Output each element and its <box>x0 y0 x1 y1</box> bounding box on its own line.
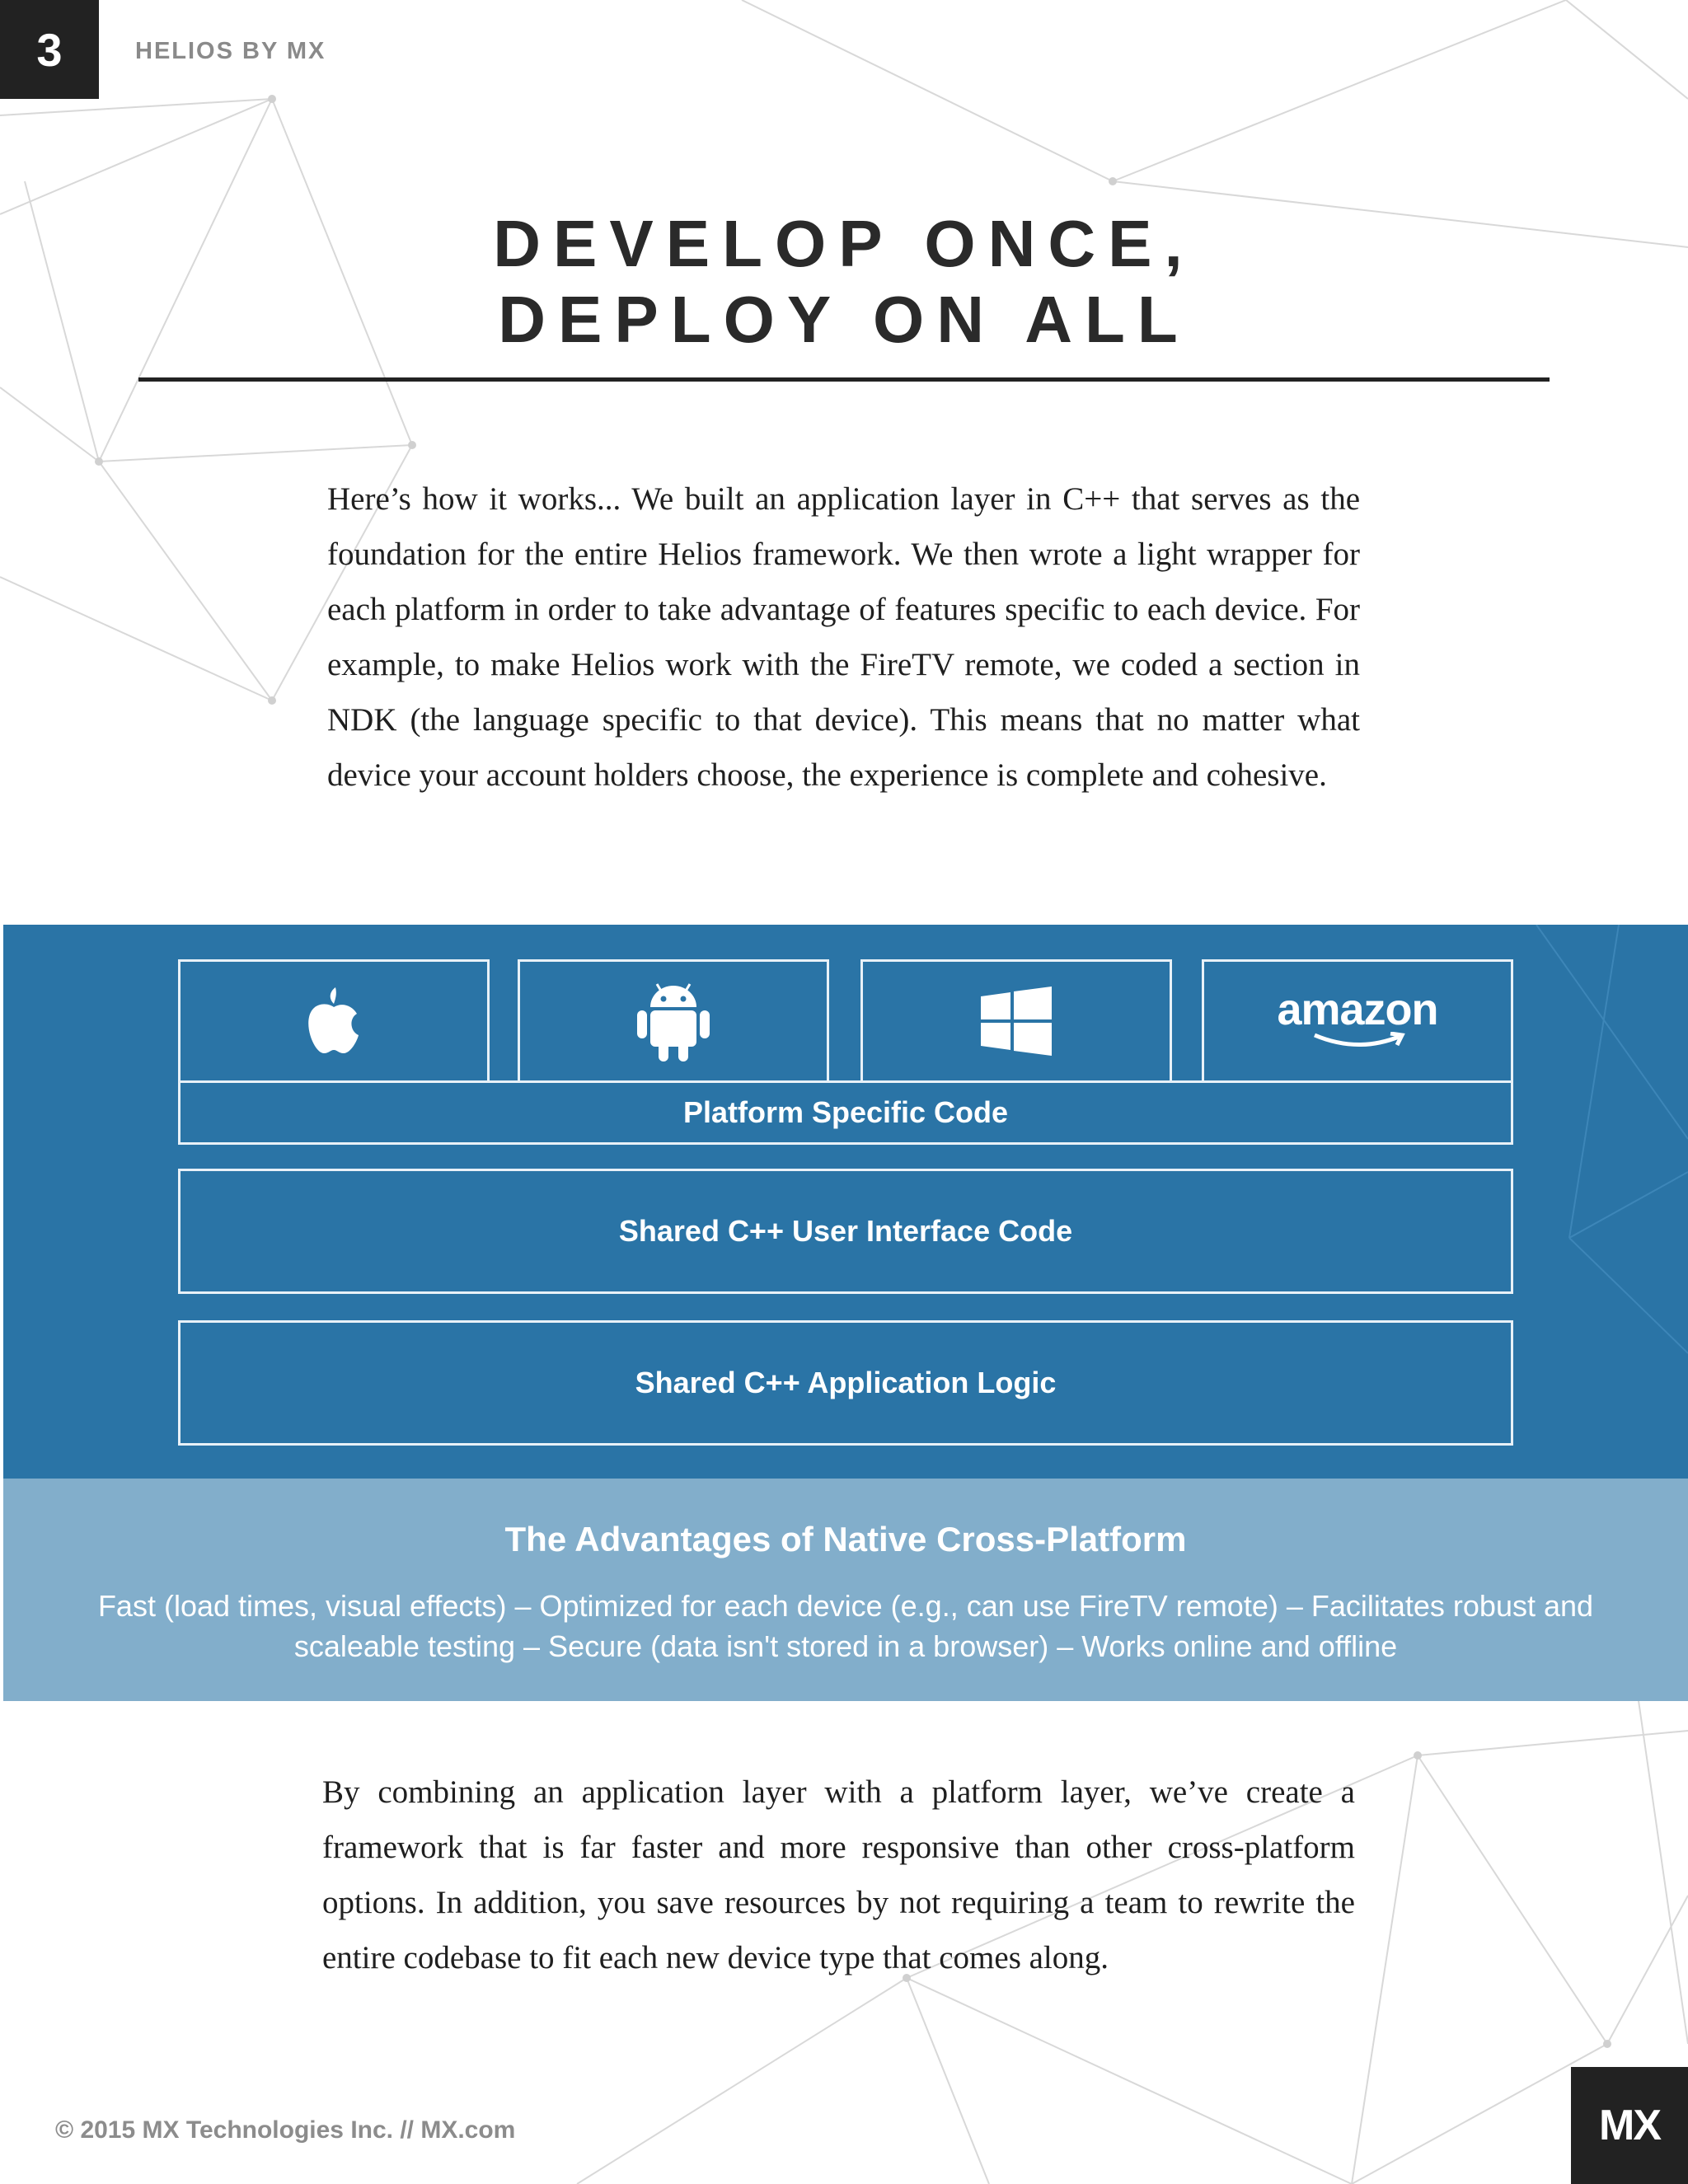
platform-specific-code-label: Platform Specific Code <box>682 1095 1009 1129</box>
running-head: HELIOS BY MX <box>135 38 326 64</box>
page-title: DEVELOP ONCE, DEPLOY ON ALL <box>0 206 1688 358</box>
footer-copyright: © 2015 MX Technologies Inc. // MX.com <box>55 2116 516 2144</box>
amazon-smile-icon <box>1314 1032 1405 1047</box>
shared-app-logic-layer: Shared C++ Application Logic <box>178 1320 1513 1446</box>
page-title-line-2: DEPLOY ON ALL <box>498 283 1190 356</box>
amazon-icon: amazon <box>1277 985 1438 1034</box>
outro-paragraph: By combining an application layer with a… <box>322 1774 1355 1975</box>
page-number: 3 <box>0 0 99 99</box>
page-title-line-1: DEVELOP ONCE, <box>493 207 1195 280</box>
architecture-diagram: amazon Platform Specific Code Shared C++… <box>3 925 1688 1479</box>
advantages-banner: The Advantages of Native Cross-Platform … <box>3 1479 1688 1701</box>
shared-app-logic-label: Shared C++ Application Logic <box>635 1366 1057 1399</box>
shared-ui-code-label: Shared C++ User Interface Code <box>618 1214 1073 1248</box>
platform-box-android <box>518 959 829 1083</box>
platform-specific-code-layer: Platform Specific Code <box>178 1080 1513 1145</box>
android-icon <box>637 983 710 1062</box>
platform-box-amazon: amazon <box>1202 959 1513 1083</box>
mx-logo: MX <box>1571 2067 1688 2184</box>
title-divider <box>138 377 1550 382</box>
advantages-list: Fast (load times, visual effects) – Opti… <box>97 1589 1594 1663</box>
apple-icon <box>308 987 359 1053</box>
shared-ui-code-layer: Shared C++ User Interface Code <box>178 1169 1513 1294</box>
platform-box-apple <box>178 959 490 1083</box>
advantages-title: The Advantages of Native Cross-Platform <box>504 1520 1187 1558</box>
windows-icon <box>981 987 1052 1056</box>
platform-box-windows <box>860 959 1172 1083</box>
diagram-line-pattern <box>1536 925 1688 1354</box>
intro-paragraph: Here’s how it works... We built an appli… <box>327 481 1360 793</box>
